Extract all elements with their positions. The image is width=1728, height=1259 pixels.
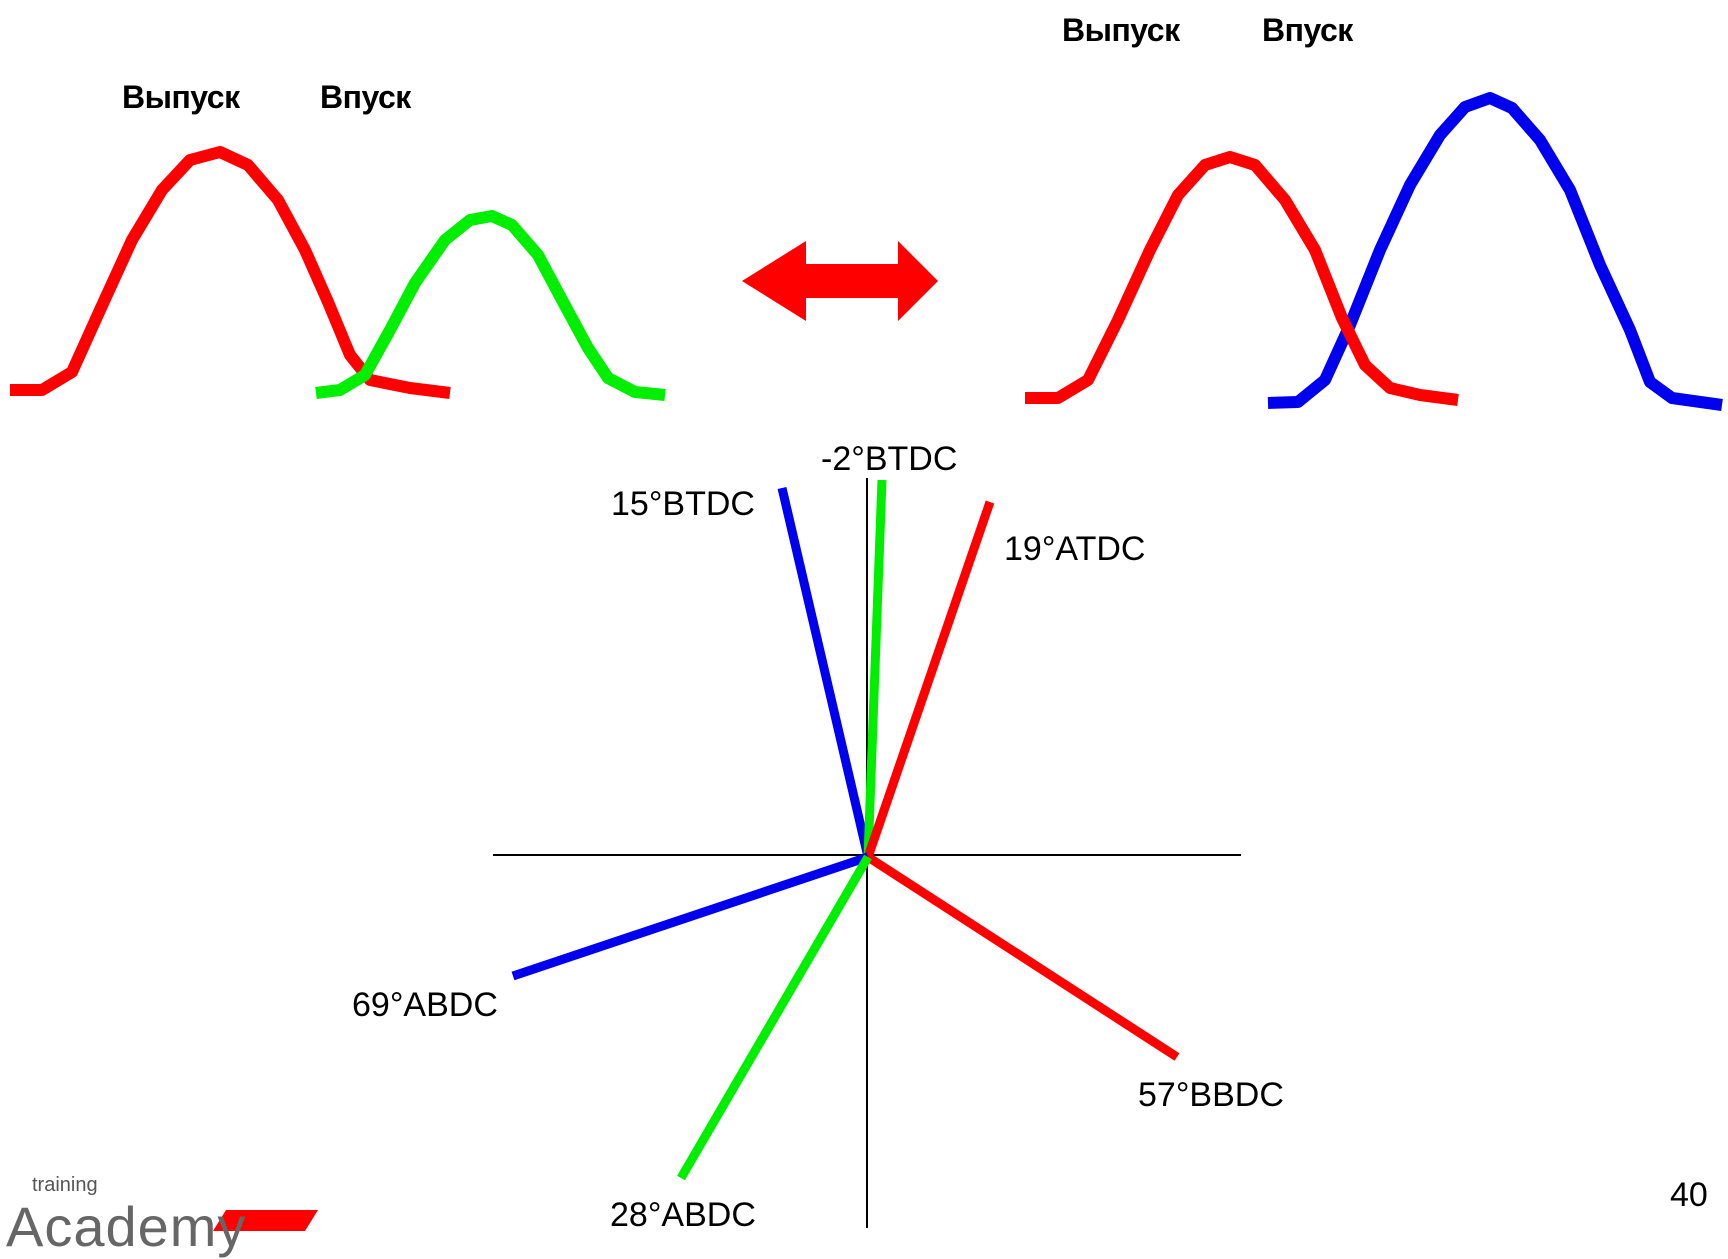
overlap-top-ray [863, 479, 887, 858]
exhaust-close-ray [863, 500, 995, 859]
left-intake-curve [315, 210, 666, 401]
intake-close-label: 69°ABDC [352, 986, 498, 1024]
right-exhaust-curve [1025, 151, 1459, 406]
left-exhaust-curve [10, 146, 451, 399]
left-exhaust-label: Выпуск [122, 79, 240, 115]
logo-academy-text: Academy [6, 1195, 247, 1258]
academy-logo-swoosh [213, 1210, 318, 1231]
overlap-top-label: -2°BTDC [821, 440, 958, 478]
valve-timing-diagram [10, 92, 1723, 1231]
logo-training-text: training [32, 1174, 98, 1196]
right-intake-curve [1267, 92, 1723, 411]
intake-open-ray [777, 486, 873, 859]
right-exhaust-label: Выпуск [1062, 12, 1180, 48]
page-number: 40 [1670, 1176, 1708, 1214]
intake-open-label: 15°BTDC [611, 485, 755, 523]
exhaust-open-ray [865, 853, 1180, 1061]
left-intake-label: Впуск [320, 79, 411, 115]
exhaust-open-label: 57°BBDC [1138, 1076, 1284, 1114]
right-intake-label: Впуск [1262, 12, 1353, 48]
green-close-ray [677, 854, 872, 1181]
green-close-label: 28°ABDC [610, 1196, 756, 1234]
exhaust-close-label: 19°ATDC [1004, 530, 1146, 568]
intake-close-ray [511, 852, 870, 981]
double-arrow-icon [742, 241, 938, 321]
